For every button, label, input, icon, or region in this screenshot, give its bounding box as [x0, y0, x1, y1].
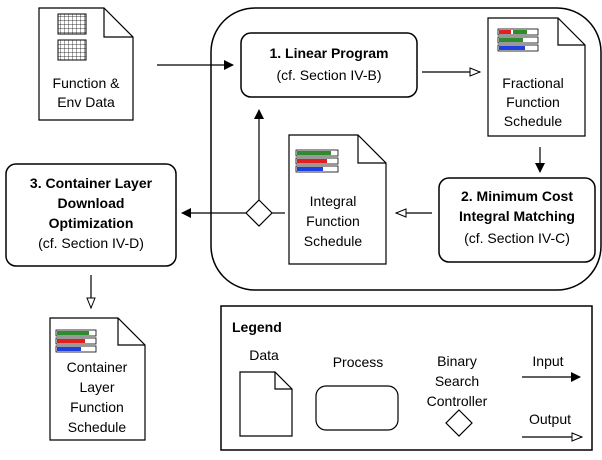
integral-schedule-document: Integral Function Schedule — [288, 134, 387, 265]
linear-program-process: 1. Linear Program (cf. Section IV-B) — [240, 32, 418, 98]
legend-title: Legend — [232, 319, 282, 335]
fractional-schedule-line-2: Function — [506, 94, 560, 110]
binary-search-controller-diamond — [245, 199, 273, 227]
container-layer-opt-title-3: Optimization — [49, 215, 134, 231]
legend-output-label: Output — [529, 411, 571, 427]
container-layer-opt-title-2: Download — [58, 195, 125, 211]
min-cost-matching-process: 2. Minimum Cost Integral Matching (cf. S… — [438, 177, 596, 263]
container-layer-opt-ref: (cf. Section IV-D) — [38, 235, 144, 251]
fractional-schedule-line-1: Fractional — [502, 75, 563, 91]
integral-schedule-line-3: Schedule — [304, 233, 363, 249]
function-env-data-document: Function & Env Data — [38, 7, 134, 121]
integral-schedule-line-2: Function — [306, 213, 360, 229]
fractional-schedule-document: Fractional Function Schedule — [487, 17, 586, 137]
iteration-loop-container — [210, 7, 602, 291]
legend-input-label: Input — [532, 353, 563, 369]
fractional-schedule-line-3: Schedule — [504, 113, 563, 129]
legend-controller-line-1: Binary — [437, 353, 477, 369]
min-cost-matching-ref: (cf. Section IV-C) — [464, 230, 570, 246]
legend-process-icon — [315, 385, 399, 431]
function-env-data-line-1: Function & — [53, 75, 121, 91]
container-layer-schedule-line-3: Function — [70, 399, 124, 415]
container-layer-schedule-line-2: Layer — [79, 379, 114, 395]
function-env-data-line-2: Env Data — [57, 94, 115, 110]
container-layer-schedule-document: Container Layer Function Schedule — [49, 317, 146, 441]
container-layer-schedule-line-1: Container — [67, 359, 128, 375]
schedule-bars-icon — [55, 329, 97, 353]
legend-controller-line-3: Controller — [427, 393, 488, 409]
legend-process-label: Process — [333, 354, 384, 370]
legend-controller-line-2: Search — [435, 373, 479, 389]
schedule-bars-icon — [497, 28, 539, 52]
container-layer-schedule-line-4: Schedule — [68, 419, 127, 435]
linear-program-ref: (cf. Section IV-B) — [276, 67, 381, 83]
min-cost-matching-title-2: Integral Matching — [459, 208, 575, 224]
container-layer-opt-title-1: 3. Container Layer — [30, 175, 153, 191]
data-grid-icon — [57, 39, 87, 61]
data-grid-icon — [57, 13, 87, 35]
legend: Legend Data Process Binary Search Contro… — [220, 305, 593, 451]
legend-data-label: Data — [249, 347, 279, 363]
linear-program-title: 1. Linear Program — [269, 45, 388, 61]
min-cost-matching-title-1: 2. Minimum Cost — [461, 188, 573, 204]
integral-schedule-line-1: Integral — [310, 193, 357, 209]
legend-data-icon — [239, 371, 293, 437]
legend-diamond-icon — [445, 409, 473, 437]
container-layer-opt-process: 3. Container Layer Download Optimization… — [5, 163, 177, 267]
schedule-bars-icon — [295, 149, 339, 173]
